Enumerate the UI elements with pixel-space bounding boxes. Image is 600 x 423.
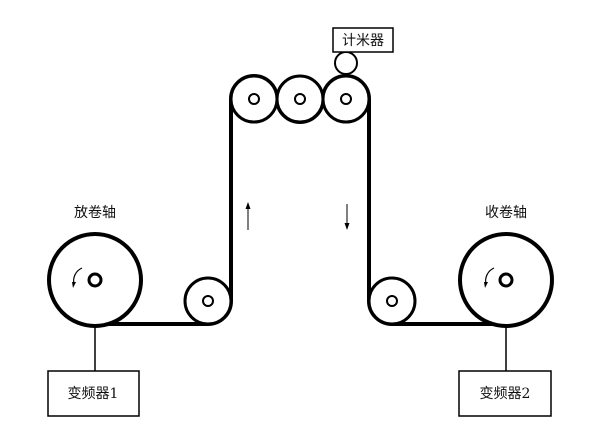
inverter-1-box [47,370,140,417]
arrow-up-icon [245,202,251,230]
rewind-shaft-label: 收卷轴 [485,205,527,221]
inverter-2-label: 变频器2 [480,386,531,402]
top-roller-3 [321,74,371,124]
meter-counter: 计米器 [332,27,394,75]
inverter-2-box [458,370,552,417]
inverter-2: 变频器2 [458,370,552,417]
unwind-shaft [47,232,143,328]
meter-counter-box [332,27,394,53]
meter-counter-wheel [334,51,358,75]
top-roller-2 [275,74,325,124]
guide-roller-right [367,276,417,326]
unwind-shaft-label: 放卷轴 [74,205,116,221]
rewind-shaft-hub [498,272,514,288]
guide-roller-left [183,276,233,326]
inverter-1: 变频器1 [47,370,140,417]
rewind-shaft [458,232,554,328]
unwind-shaft-hub [87,272,103,288]
arrow-down-icon [344,204,350,230]
inverter-1-label: 变频器1 [68,386,119,402]
top-roller-1 [229,74,279,124]
meter-counter-label: 计米器 [342,33,384,49]
